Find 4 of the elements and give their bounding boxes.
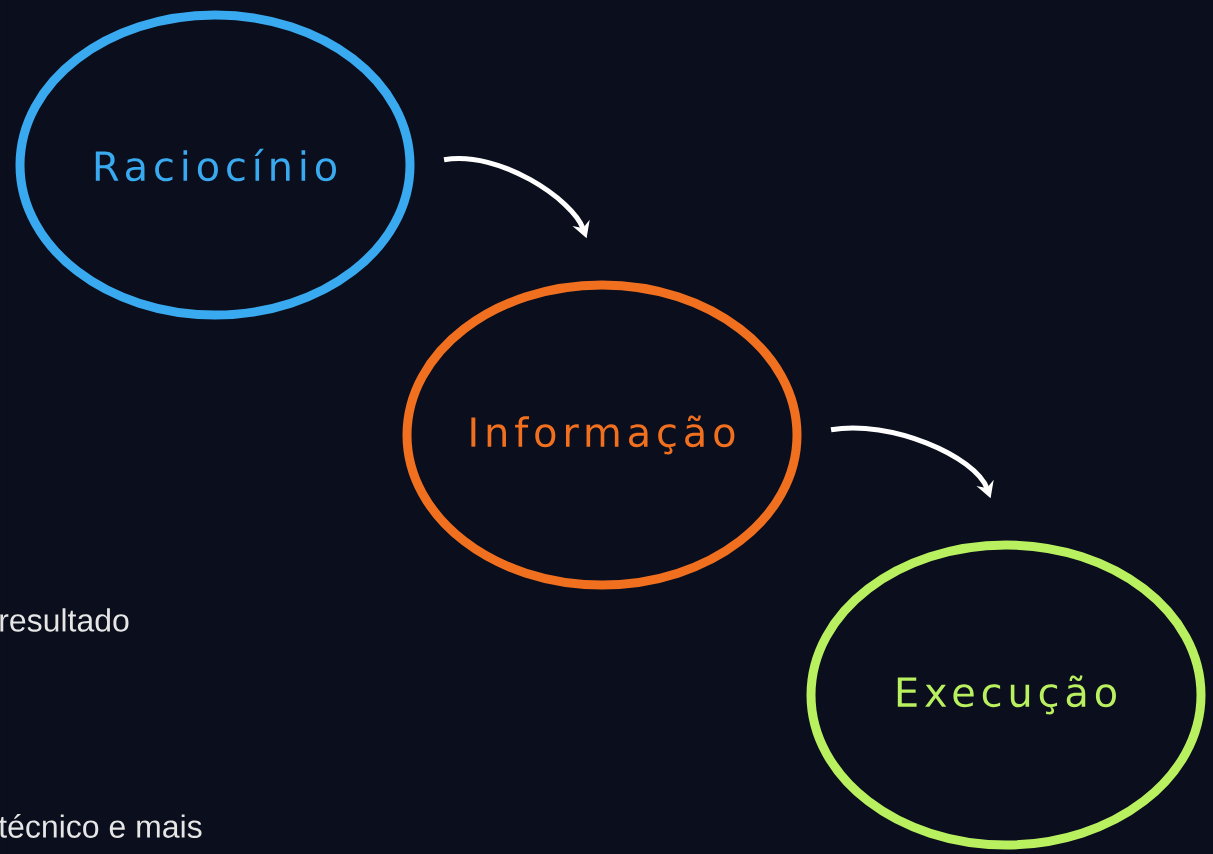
circled-word: Informação (402, 280, 802, 590)
circled-word: Execução (806, 540, 1206, 850)
circled-word: Raciocínio (15, 10, 415, 320)
text-line: resultado (0, 608, 129, 632)
